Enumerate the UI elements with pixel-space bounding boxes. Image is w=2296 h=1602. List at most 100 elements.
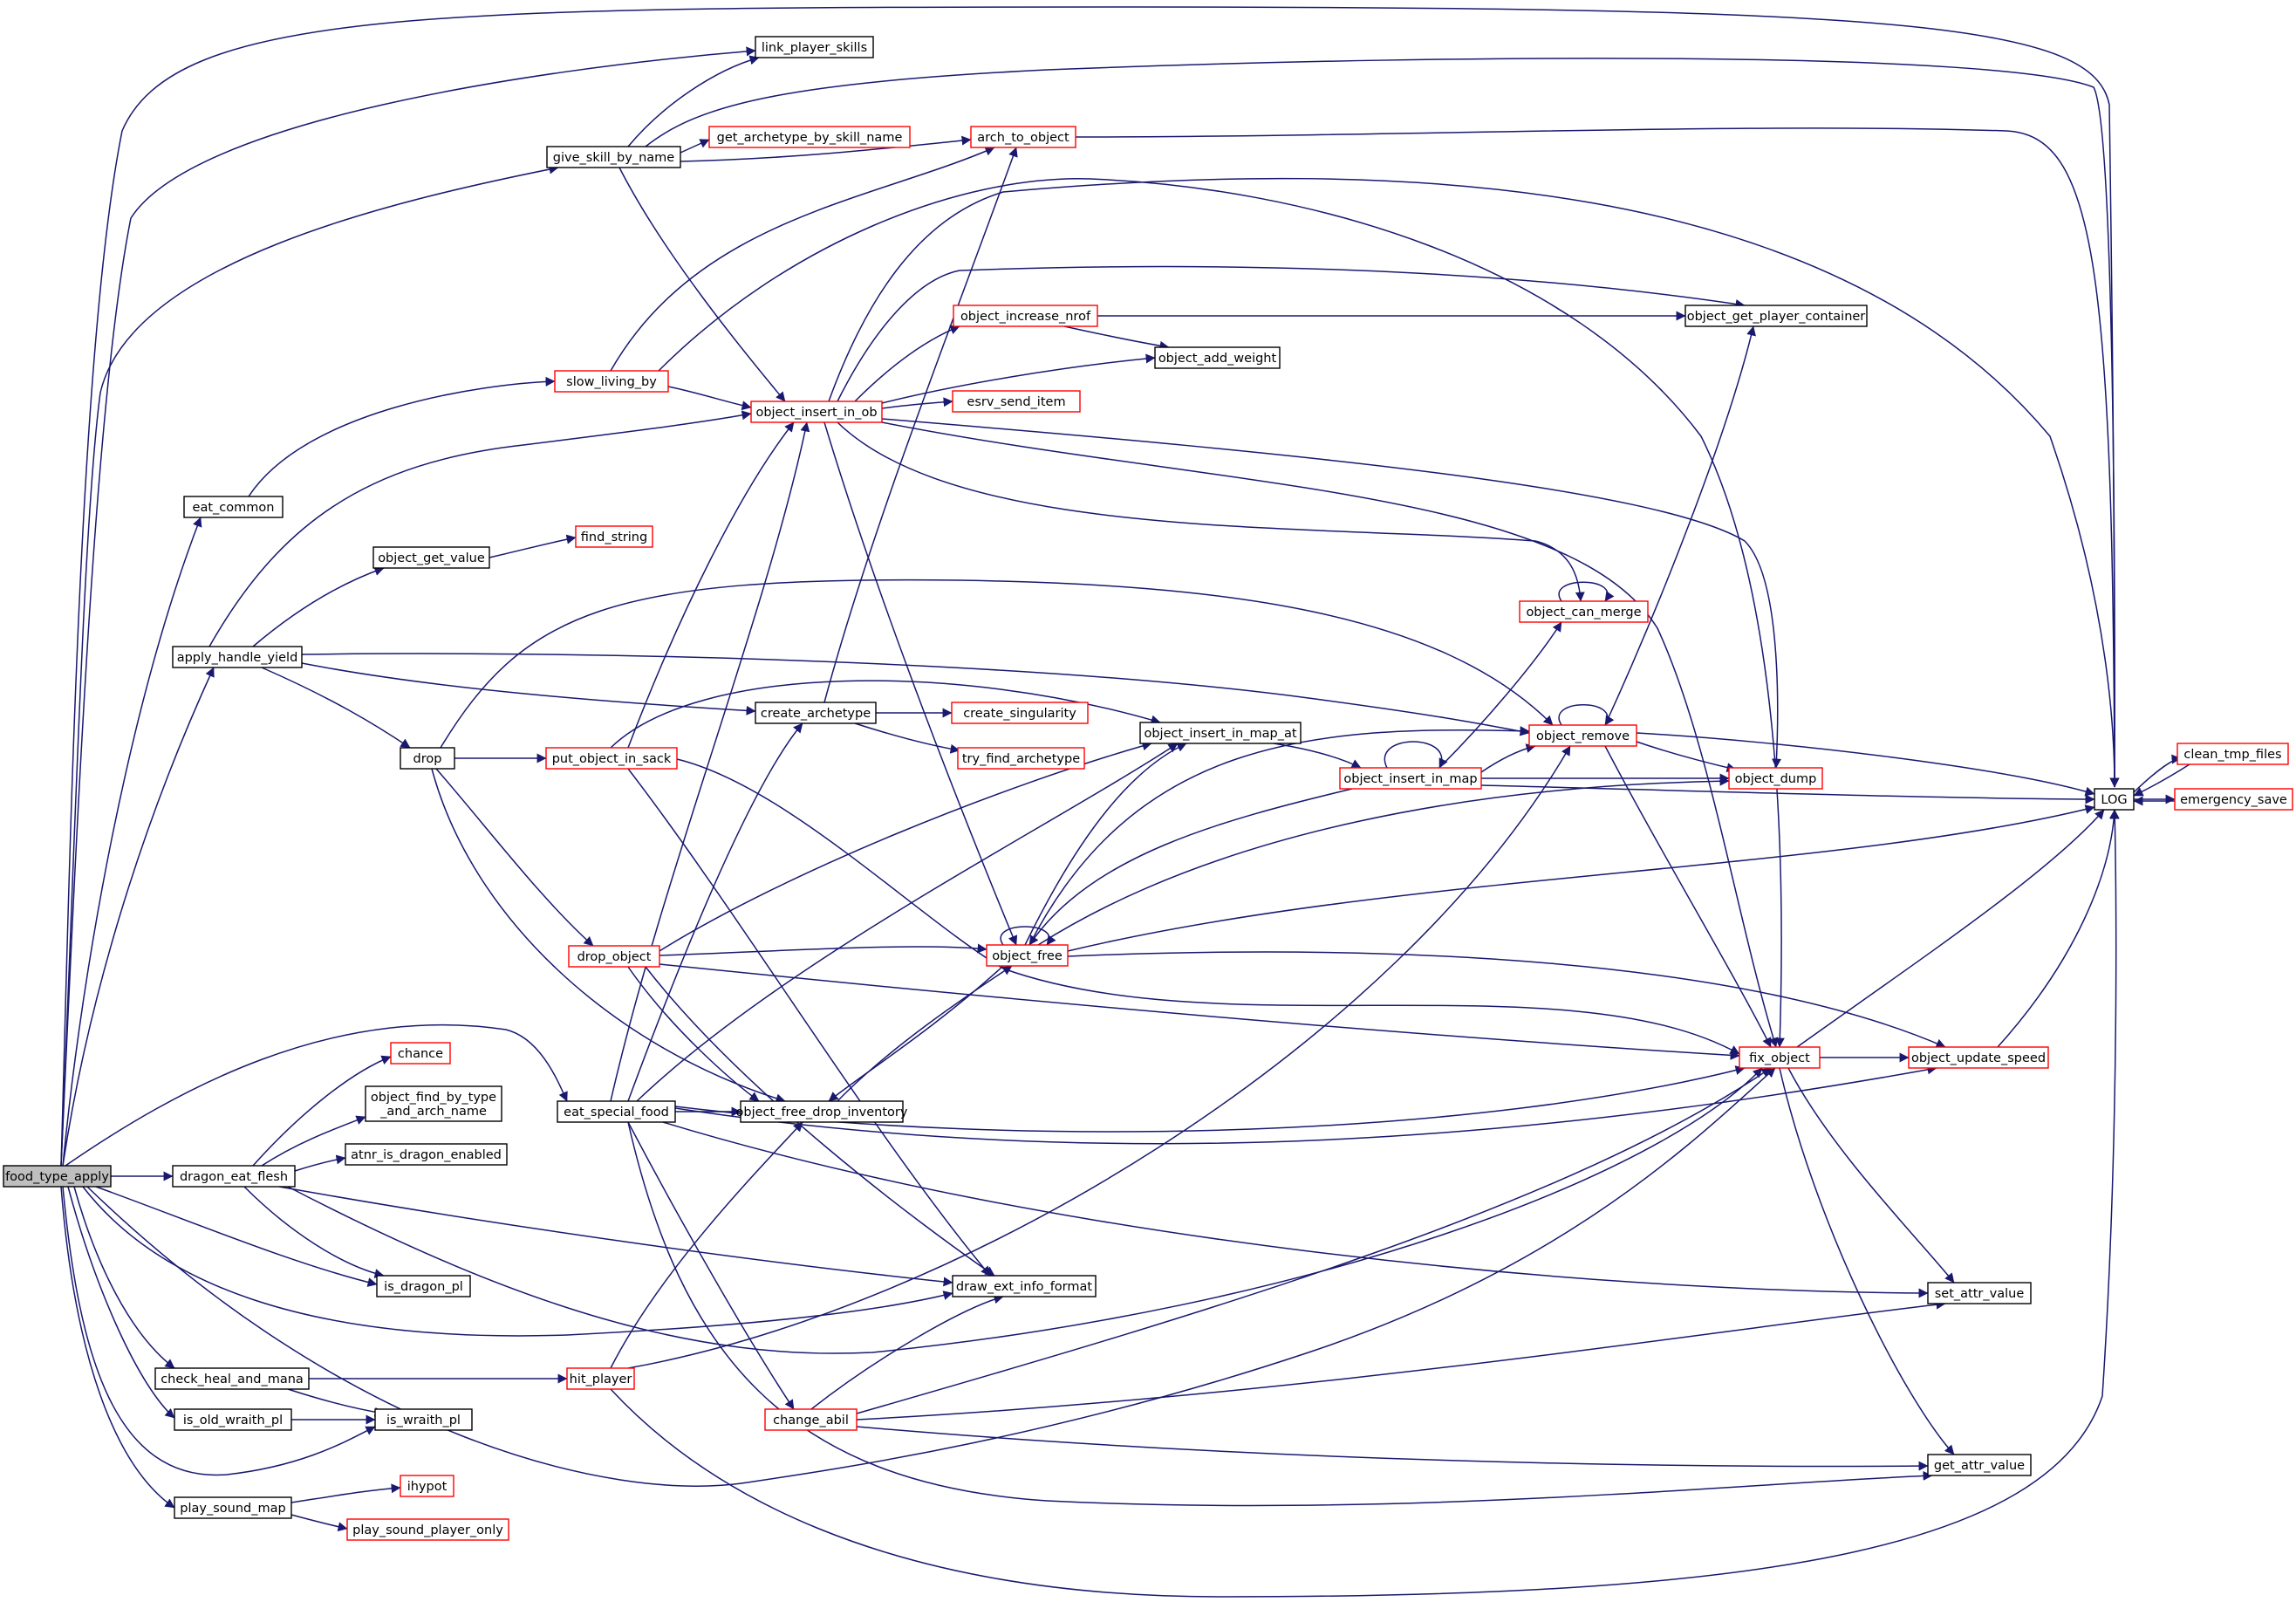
node-fix_object[interactable]: fix_object (1739, 1046, 1821, 1069)
node-food_type_apply[interactable]: food_type_apply (3, 1165, 112, 1188)
edge-object_can_merge-to-object_can_merge (1558, 581, 1615, 602)
node-label: draw_ext_info_format (956, 1280, 1092, 1294)
edge-hit_player-to-object_free_drop_inventory (610, 1121, 803, 1369)
node-object_dump[interactable]: object_dump (1728, 767, 1823, 790)
node-apply_handle_yield[interactable]: apply_handle_yield (172, 646, 303, 668)
node-ihypot[interactable]: ihypot (400, 1475, 454, 1497)
node-find_string[interactable]: find_string (575, 525, 653, 548)
edge-food_type_apply-to-fix_object (86, 1067, 1776, 1487)
node-create_singularity[interactable]: create_singularity (951, 702, 1089, 724)
node-get_archetype_by_skill_name[interactable]: get_archetype_by_skill_name (708, 126, 911, 148)
node-object_insert_in_map[interactable]: object_insert_in_map (1339, 767, 1482, 790)
node-arch_to_object[interactable]: arch_to_object (970, 126, 1076, 148)
node-dragon_eat_flesh[interactable]: dragon_eat_flesh (172, 1165, 296, 1188)
edge-put_object_in_sack-to-fix_object (676, 758, 1740, 1055)
node-box (390, 1042, 451, 1065)
node-box (755, 36, 874, 58)
node-object_add_weight[interactable]: object_add_weight (1154, 346, 1281, 369)
node-object_insert_in_map_at[interactable]: object_insert_in_map_at (1139, 722, 1302, 744)
node-box (1908, 1046, 2049, 1069)
node-box (1927, 1454, 2032, 1476)
node-play_sound_player_only[interactable]: play_sound_player_only (346, 1518, 509, 1541)
node-object_find_by_type_and_arch_name[interactable]: object_find_by_type_and_arch_name (365, 1085, 502, 1122)
edge-object_insert_in_map-to-object_insert_in_map (1384, 741, 1448, 769)
edge-give_skill_by_name-to-object_insert_in_ob (618, 167, 786, 402)
node-box (345, 1143, 508, 1166)
node-box (1139, 722, 1302, 744)
edge-object_increase_nrof-to-object_add_weight (1063, 325, 1170, 351)
node-box (1154, 346, 1281, 369)
node-box (2174, 788, 2293, 811)
node-change_abil[interactable]: change_abil (764, 1408, 858, 1431)
edge-food_type_apply-to-is_old_wraith_pl (67, 1186, 175, 1419)
node-is_dragon_pl[interactable]: is_dragon_pl (376, 1275, 471, 1297)
node-object_remove[interactable]: object_remove (1528, 724, 1637, 747)
edge-eat_special_food-to-set_attr_value (662, 1121, 1929, 1298)
node-clean_tmp_files[interactable]: clean_tmp_files (2176, 743, 2289, 765)
node-drop[interactable]: drop (400, 747, 455, 770)
edge-dragon_eat_flesh-to-fix_object (287, 1067, 1763, 1354)
edge-food_type_apply-to-draw_ext_info_format (82, 1186, 953, 1337)
node-atnr_is_dragon_enabled[interactable]: atnr_is_dragon_enabled (345, 1143, 508, 1166)
node-object_update_speed[interactable]: object_update_speed (1908, 1046, 2049, 1069)
node-box (346, 1518, 509, 1541)
node-label: emergency_save (2180, 793, 2287, 807)
node-object_free_drop_inventory[interactable]: object_free_drop_inventory (736, 1100, 908, 1123)
node-hit_player[interactable]: hit_player (566, 1367, 635, 1390)
node-box (374, 1408, 473, 1431)
node-emergency_save[interactable]: emergency_save (2174, 788, 2293, 811)
node-esrv_send_item[interactable]: esrv_send_item (952, 390, 1081, 413)
node-is_wraith_pl[interactable]: is_wraith_pl (374, 1408, 473, 1431)
edge-object_insert_in_ob-to-fix_object (881, 421, 1779, 1048)
edge-slow_living_by-to-arch_to_object (610, 147, 995, 372)
node-object_increase_nrof[interactable]: object_increase_nrof (953, 305, 1098, 327)
node-slow_living_by[interactable]: slow_living_by (554, 370, 669, 393)
node-chance[interactable]: chance (390, 1042, 451, 1065)
edge-object_insert_in_ob-to-LOG (828, 177, 2120, 788)
edge-put_object_in_sack-to-object_insert_in_ob (627, 421, 795, 749)
node-check_heal_and_mana[interactable]: check_heal_and_mana (154, 1367, 310, 1390)
node-label: set_attr_value (1935, 1287, 2025, 1301)
node-label: arch_to_object (977, 131, 1069, 145)
edges-layer (60, 6, 2190, 1598)
node-label: eat_special_food (564, 1106, 669, 1119)
node-label: play_sound_map (180, 1502, 285, 1516)
edge-object_insert_in_ob-to-object_add_weight (881, 353, 1156, 404)
node-label: _and_arch_name (379, 1105, 487, 1119)
node-give_skill_by_name[interactable]: give_skill_by_name (546, 146, 681, 168)
node-LOG[interactable]: LOG (2094, 788, 2135, 811)
node-play_sound_map[interactable]: play_sound_map (174, 1496, 292, 1519)
node-object_free[interactable]: object_free (986, 944, 1069, 967)
node-box (1739, 1046, 1821, 1069)
node-label: esrv_send_item (967, 395, 1065, 409)
edge-drop_object-to-object_insert_in_map_at (659, 741, 1152, 952)
node-eat_common[interactable]: eat_common (183, 496, 284, 518)
node-set_attr_value[interactable]: set_attr_value (1927, 1282, 2032, 1304)
node-label: apply_handle_yield (177, 651, 298, 665)
edge-eat_special_food-to-object_update_speed (674, 1065, 1937, 1145)
node-drop_object[interactable]: drop_object (568, 945, 660, 968)
node-try_find_archetype[interactable]: try_find_archetype (957, 747, 1085, 770)
node-create_archetype[interactable]: create_archetype (755, 702, 877, 724)
node-box (953, 305, 1098, 327)
nodes-layer: food_type_apply link_player_skills give_sk… (3, 36, 2293, 1541)
edge-hit_player-to-LOG (610, 809, 2120, 1598)
node-label: is_wraith_pl (386, 1414, 461, 1427)
node-object_insert_in_ob[interactable]: object_insert_in_ob (750, 400, 883, 423)
node-box (546, 146, 681, 168)
node-object_get_player_container[interactable]: object_get_player_container (1684, 305, 1868, 327)
node-box (1684, 305, 1868, 327)
edge-object_get_value-to-find_string (489, 534, 577, 558)
edge-object_insert_in_ob-to-object_can_merge (837, 421, 1585, 602)
node-link_player_skills[interactable]: link_player_skills (755, 36, 874, 58)
node-put_object_in_sack[interactable]: put_object_in_sack (545, 747, 678, 770)
node-box (952, 390, 1081, 413)
node-eat_special_food[interactable]: eat_special_food (557, 1100, 676, 1123)
node-draw_ext_info_format[interactable]: draw_ext_info_format (952, 1275, 1097, 1297)
node-object_can_merge[interactable]: object_can_merge (1519, 600, 1649, 623)
node-get_attr_value[interactable]: get_attr_value (1927, 1454, 2032, 1476)
edge-food_type_apply-to-eat_special_food (65, 1024, 568, 1167)
node-object_get_value[interactable]: object_get_value (372, 546, 490, 569)
edge-object_free-to-object_update_speed (1067, 951, 1946, 1048)
node-is_old_wraith_pl[interactable]: is_old_wraith_pl (174, 1408, 292, 1431)
